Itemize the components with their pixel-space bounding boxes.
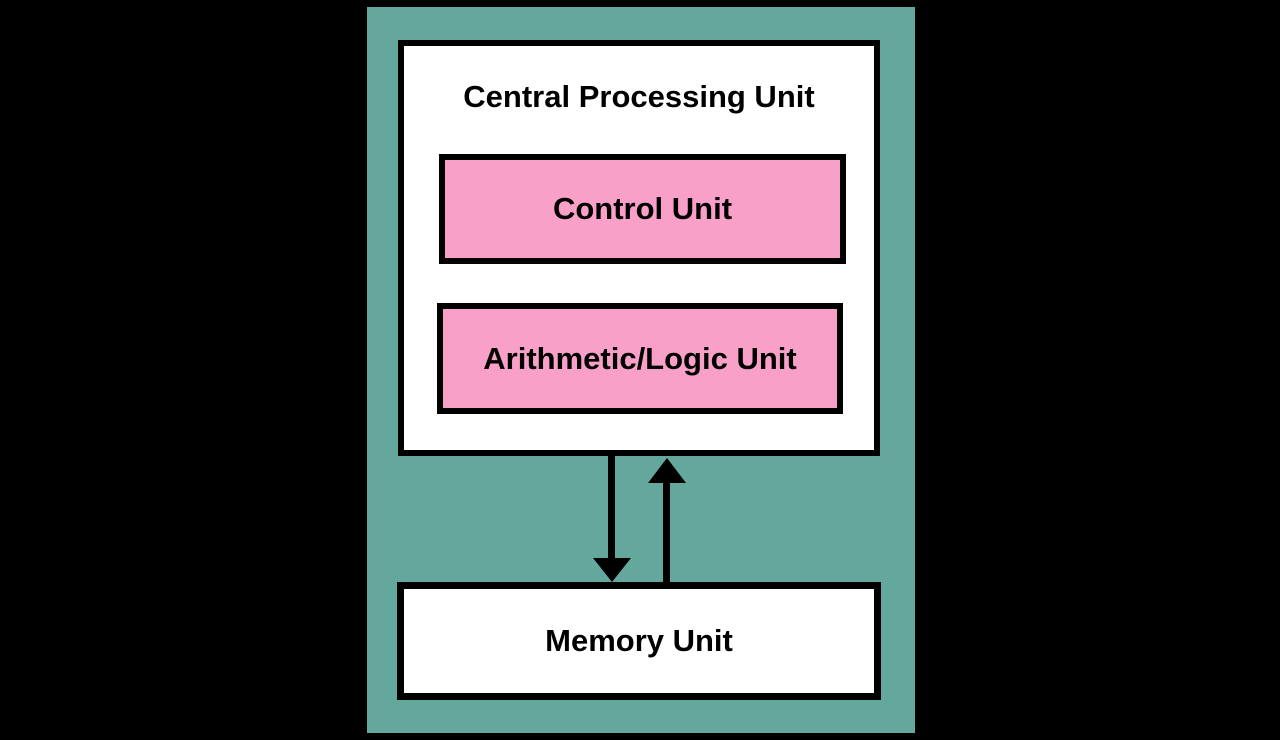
control-unit-box: Control Unit (439, 154, 846, 264)
alu-box: Arithmetic/Logic Unit (437, 303, 843, 414)
arrow-down-icon (608, 456, 615, 558)
arrow-down-head-icon (593, 558, 631, 582)
cpu-box: Central Processing Unit Control Unit Ari… (398, 40, 880, 456)
cpu-title: Central Processing Unit (463, 79, 815, 114)
arrow-up-icon (663, 483, 670, 586)
arrow-up-head-icon (648, 458, 686, 483)
computer-panel: Central Processing Unit Control Unit Ari… (367, 7, 915, 733)
alu-label: Arithmetic/Logic Unit (483, 340, 797, 376)
memory-unit-box: Memory Unit (397, 582, 881, 700)
memory-unit-label: Memory Unit (545, 623, 733, 658)
control-unit-label: Control Unit (552, 191, 733, 226)
